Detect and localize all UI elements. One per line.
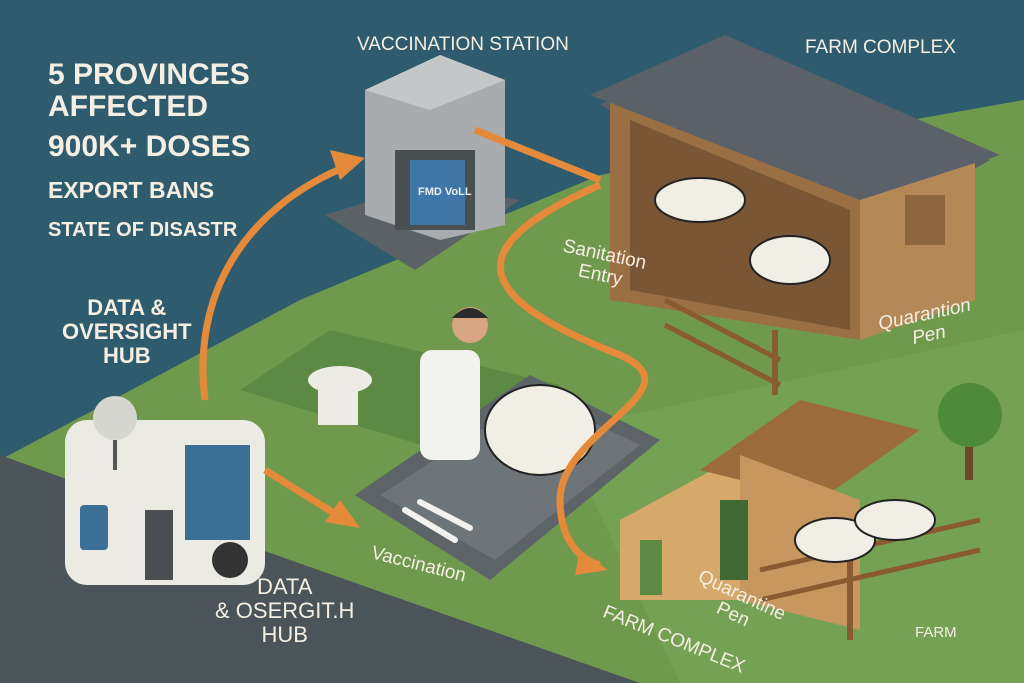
label-line: DATA & — [87, 295, 167, 320]
arrow-heads — [325, 150, 608, 575]
label-data-hub-bottom: DATA & OSERGIT.H HUB — [215, 574, 355, 648]
stat-export-bans: EXPORT BANS — [48, 177, 215, 203]
stat-state-of-disaster: STATE OF DISASTR — [48, 219, 238, 241]
label-line: HUB — [102, 343, 151, 369]
veterinarian — [420, 307, 488, 460]
crate-label: FMD VoLL — [418, 186, 472, 198]
label-vaccination-station: VACCINATION STATION — [357, 34, 569, 55]
tree — [938, 383, 1002, 480]
label-line: OVERSIGHT — [62, 319, 192, 345]
label-data-hub-top: DATA & OVERSIGHT HUB — [62, 295, 192, 369]
stat-provinces: 5 PROVINCES — [48, 58, 250, 91]
toilet — [308, 366, 372, 425]
label-line: HUB — [261, 622, 308, 648]
fence — [663, 297, 782, 395]
label-farm-complex-top: FARM COMPLEX — [805, 37, 956, 58]
data-hub-trailer — [65, 396, 265, 585]
vaccination-station: FMD VoLL — [325, 55, 520, 270]
flow-arrows — [199, 126, 649, 569]
syringes — [402, 499, 473, 543]
arrow-hub-to-vaccination — [263, 467, 347, 523]
cows — [484, 177, 936, 563]
road — [0, 455, 640, 683]
label-line: DATA — [256, 574, 313, 599]
stat-affected: AFFECTED — [48, 90, 208, 123]
label-line: & OSERGIT.H — [215, 598, 355, 624]
barn-top — [590, 35, 1000, 340]
arrow-hub-to-station — [199, 161, 352, 401]
label-farm: FARM — [915, 624, 957, 641]
stat-doses: 900K+ DOSES — [48, 130, 251, 163]
